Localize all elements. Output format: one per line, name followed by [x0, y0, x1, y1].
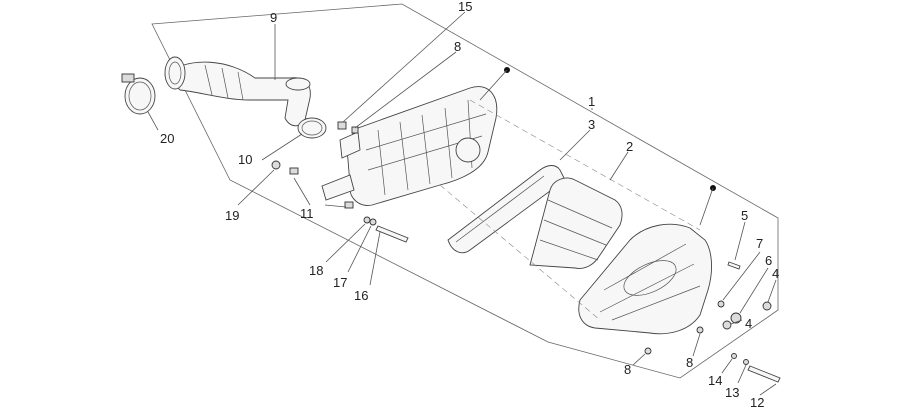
callout-6: 6: [765, 253, 772, 268]
hose-clamp-small: [297, 117, 327, 139]
callout-12: 12: [750, 395, 764, 409]
screw-5: [727, 261, 741, 270]
nut-8-top: [351, 126, 359, 134]
callout-labels: 9 15 8 1 3 2 20 10 19 11 18 17 16 5 7 6 …: [160, 0, 779, 409]
callout-16: 16: [354, 288, 368, 303]
hose-clamp-large: [121, 73, 156, 115]
callout-20: 20: [160, 131, 174, 146]
filter-element: [529, 177, 623, 269]
filter-box-cover: [578, 223, 712, 335]
hardware: [271, 121, 781, 383]
callout-7: 7: [756, 236, 763, 251]
washer-13: [743, 359, 749, 365]
screw-12: [747, 365, 781, 383]
callout-13: 13: [725, 385, 739, 400]
grommet-11b: [344, 201, 354, 209]
callout-4-lower: 4: [745, 316, 752, 331]
washer-19: [271, 160, 281, 170]
callout-3: 3: [588, 117, 595, 132]
callout-17: 17: [333, 275, 347, 290]
callout-19: 19: [225, 208, 239, 223]
grommet-11a: [289, 167, 299, 175]
callout-15: 15: [458, 0, 472, 14]
callout-18: 18: [309, 263, 323, 278]
cap-6: [730, 312, 742, 324]
callout-2: 2: [626, 139, 633, 154]
leader-lines: [147, 11, 777, 396]
spring-nut-15: [337, 121, 347, 130]
filter-gasket: [447, 165, 566, 254]
clip-7: [717, 300, 725, 308]
filter-box-base-housing: [321, 86, 498, 206]
screw-4a: [762, 301, 772, 311]
washer-14: [731, 353, 737, 359]
callout-8-top: 8: [454, 39, 461, 54]
callout-11: 11: [300, 206, 314, 221]
assembly-boundary-frame: [151, 3, 779, 379]
washer-18: [363, 216, 371, 224]
callout-10: 10: [238, 152, 252, 167]
intake-duct: [164, 56, 311, 127]
screw-4b: [722, 320, 732, 330]
assembly-axis-1: [469, 99, 701, 231]
callout-9: 9: [270, 10, 277, 25]
screw-16: [375, 225, 409, 243]
callout-5: 5: [741, 208, 748, 223]
callout-4-right: 4: [772, 266, 779, 281]
nut-8-mid: [696, 326, 704, 334]
nut-8-low: [644, 347, 652, 355]
callout-1: 1: [588, 94, 595, 109]
callout-14: 14: [708, 373, 722, 388]
callout-8-low: 8: [624, 362, 631, 377]
washer-17: [369, 218, 377, 226]
callout-8-mid: 8: [686, 355, 693, 370]
assembly-axis-2: [439, 184, 601, 321]
